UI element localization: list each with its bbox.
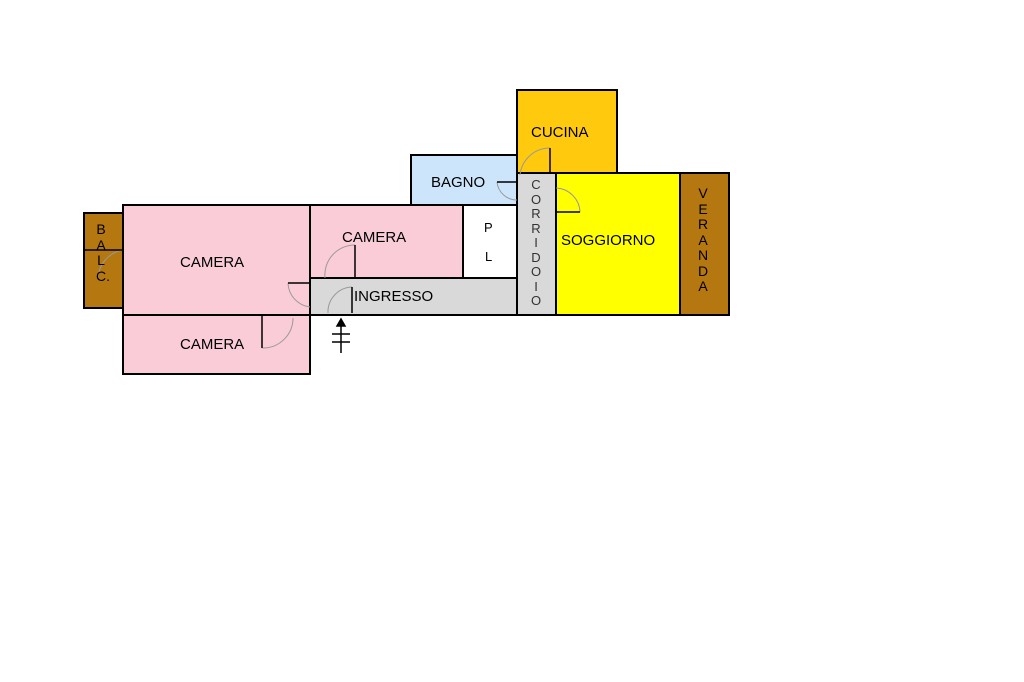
bathroom-room [410,154,518,206]
veranda-room [679,172,730,316]
corridor-room [516,172,557,316]
balcony-room [83,212,124,309]
bedroom-bottom-label: CAMERA [180,336,245,353]
balcony-label: BALC. [96,221,110,284]
bedroom-main-room [122,204,311,316]
kitchen-label: CUCINA [531,124,589,141]
bedroom-middle-label: CAMERA [342,229,407,246]
bedroom-main-label: CAMERA [180,254,245,271]
veranda-label: VERANDA [698,185,709,294]
kitchen-room [516,89,618,174]
entrance-room [309,277,518,316]
door-swings [97,147,581,349]
entrance-arrow-icon [332,317,350,353]
door-leaves [84,148,580,348]
living-room [555,172,681,316]
closet-room [462,204,518,279]
entrance-label: INGRESSO [354,288,434,305]
closet-label-l: L [485,249,493,264]
living-label: SOGGIORNO [561,232,656,249]
corridor-label: CORRIDOIO [531,177,542,308]
bathroom-label: BAGNO [431,174,486,191]
closet-label-p: P [484,220,493,235]
bedroom-bottom-room [122,314,311,375]
